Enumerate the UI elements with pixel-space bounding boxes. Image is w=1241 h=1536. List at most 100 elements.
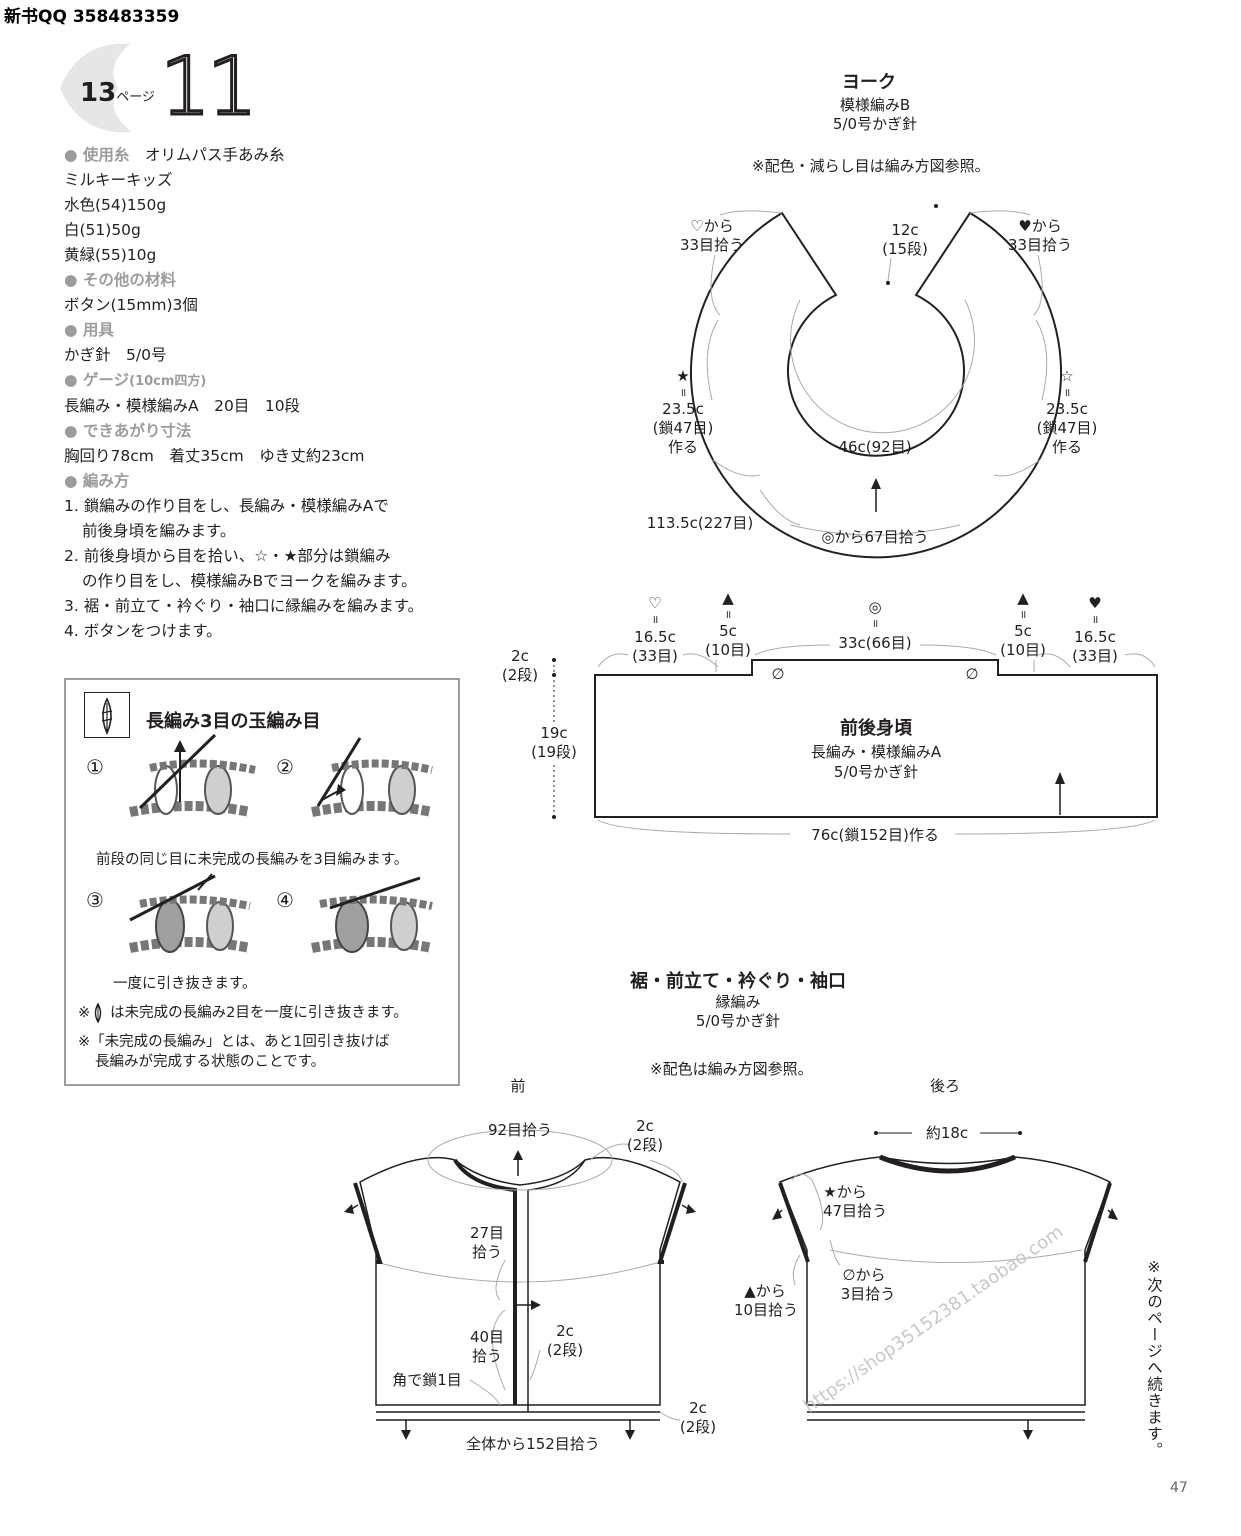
corner-chain: 角で鎖1目 — [392, 1371, 462, 1389]
yoke-right-chain-a: 23.5c — [1046, 400, 1088, 418]
yoke-right-chain-b: (鎖47目) — [1036, 419, 1098, 437]
method-step-3: 3. 裾・前立て・衿ぐり・袖口に縁編みを編みます。 — [64, 597, 424, 615]
triangle-icon: ▲ — [1017, 589, 1029, 607]
back-tri-b: 10目拾う — [733, 1301, 799, 1319]
yoke-pattern: 模様編みB — [839, 96, 911, 114]
page-reference-suffix: ページ — [116, 90, 155, 105]
front-label: 前 — [510, 1077, 526, 1095]
yoke-left-pick-a: ♡から — [690, 217, 734, 235]
double-circle-icon: ◎ — [868, 598, 882, 616]
stitch-note-2b: 長編みが完成する状態のことです。 — [95, 1054, 326, 1070]
front-40-b: 拾う — [471, 1347, 502, 1365]
edging-note: ※配色は編み方図参照。 — [650, 1060, 813, 1078]
yoke-outline — [690, 211, 1062, 559]
yarn-color-2: 白(51)50g — [64, 221, 141, 239]
body-title: 前後身頃 — [840, 718, 912, 739]
front-neck-pick: 92目拾う — [487, 1121, 553, 1139]
phi-mark: ∅ — [771, 665, 785, 683]
page-reference-number: 13 — [80, 78, 117, 108]
yoke-hook: 5/0号かぎ針 — [832, 115, 918, 133]
method-step-4: 4. ボタンをつけます。 — [64, 622, 222, 640]
edging-hook: 5/0号かぎ針 — [695, 1012, 781, 1030]
page-number: 47 — [1170, 1480, 1188, 1496]
body-seg4-a: 5c — [1014, 622, 1032, 640]
front-side-b: (2段) — [626, 1136, 664, 1154]
method-step-1: 1. 鎖編みの作り目をし、長編み・模様編みAで前後身頃を編みます。 — [64, 497, 389, 540]
back-star-b: 47目拾う — [822, 1202, 888, 1220]
materials-info: ● 使用糸 オリムパス手あみ糸 ミルキーキッズ 水色(54)150g 白(51)… — [64, 143, 484, 644]
yoke-outer-length: 113.5c(227目) — [646, 514, 754, 532]
stitch-box — [64, 678, 460, 1086]
front-band-a: 2c — [556, 1322, 574, 1340]
other-material-item: ボタン(15mm)3個 — [64, 296, 198, 314]
page-reference: 13ページ — [80, 78, 155, 108]
back-label: 後ろ — [929, 1077, 960, 1095]
star-outline-icon: ☆ — [1060, 367, 1074, 385]
step-number-4: ④ — [276, 888, 294, 912]
hem-pick: 全体から152目拾う — [466, 1435, 600, 1453]
heart-outline-icon: ♡ — [648, 594, 662, 612]
yoke-left-chain-c: 作る — [667, 438, 698, 456]
body-height-b: (19段) — [522, 743, 586, 762]
tools-heading: ● 用具 — [64, 321, 114, 339]
yoke-left-pick-b: 33目拾う — [679, 236, 745, 254]
body-width: 76c(鎖152目)作る — [811, 826, 939, 844]
yoke-neck-depth-a: 12c — [891, 221, 919, 239]
edging-title: 裾・前立て・衿ぐり・袖口 — [630, 971, 846, 992]
yoke-right-pick-a: ♥から — [1018, 217, 1062, 235]
triangle-icon: ▲ — [722, 589, 734, 607]
body-pattern: 長編み・模様編みA — [810, 743, 942, 761]
yarn-name: ミルキーキッズ — [64, 171, 173, 189]
heart-filled-icon: ♥ — [1088, 594, 1102, 612]
phi-mark: ∅ — [965, 665, 979, 683]
step-number-3: ③ — [86, 888, 104, 912]
body-height-a: 19c — [522, 724, 586, 743]
diagonal-watermark: https://shop35152381.taobao.com — [800, 1221, 1068, 1418]
front-40-a: 40目 — [469, 1328, 505, 1346]
body-notch-a: 2c — [511, 647, 529, 665]
stitch-caption-2: 一度に引き抜きます。 — [113, 976, 257, 992]
stitch-caption-1: 前段の同じ目に未完成の長編みを3目編みます。 — [96, 852, 409, 868]
edging-pattern: 縁編み — [715, 993, 761, 1011]
body-notch-b: (2段) — [501, 666, 539, 684]
body-seg1-b: (33目) — [632, 647, 678, 665]
back-width: 約18c — [925, 1124, 969, 1142]
stitch-note-2a: ※「未完成の長編み」とは、あと1回引き抜けば — [78, 1034, 390, 1050]
equals-mark: ॥ — [1091, 613, 1099, 626]
body-seg4-b: (10目) — [1000, 641, 1046, 659]
equals-mark: ॥ — [724, 608, 732, 621]
back-tri-a: ▲から — [744, 1282, 786, 1300]
body-hook: 5/0号かぎ針 — [833, 763, 919, 781]
body-seg5-b: (33目) — [1072, 647, 1118, 665]
equals-mark: ॥ — [1063, 386, 1071, 399]
body-seg2-b: (10目) — [705, 641, 751, 659]
back-star-a: ★から — [823, 1183, 867, 1201]
equals-mark: ॥ — [1019, 608, 1027, 621]
front-view — [344, 1129, 696, 1440]
front-27-b: 拾う — [471, 1243, 502, 1261]
puff-stitch-small-icon — [90, 1002, 110, 1024]
yoke-inner-length: 46c(92目) — [838, 438, 912, 456]
body-seg2-a: 5c — [719, 622, 737, 640]
pattern-number: 11 — [159, 39, 260, 135]
tool-item: かぎ針 5/0号 — [64, 346, 167, 364]
stitch-note-1: ※は未完成の長編み2目を一度に引き抜きます。 — [78, 1001, 408, 1024]
back-phi-b: 3目拾う — [840, 1285, 896, 1303]
step-number-1: ① — [86, 755, 104, 779]
step-number-2: ② — [276, 755, 294, 779]
hem-b: (2段) — [679, 1418, 717, 1436]
yarn-brand: オリムパス手あみ糸 — [144, 146, 285, 164]
yarn-color-1: 水色(54)150g — [64, 196, 167, 214]
top-watermark: 新书QQ 358483359 — [4, 7, 180, 27]
yarn-color-3: 黄緑(55)10g — [64, 246, 157, 264]
hem-a: 2c — [689, 1399, 707, 1417]
yoke-neck-depth-b: (15段) — [882, 240, 928, 258]
equals-mark: ॥ — [871, 617, 879, 630]
materials-heading: ● 使用糸 — [64, 146, 130, 164]
method-step-2: 2. 前後身頃から目を拾い、☆・★部分は鎖編みの作り目をし、模様編みBでヨークを… — [64, 547, 417, 590]
body-seg1-a: 16.5c — [634, 628, 676, 646]
equals-mark: ॥ — [679, 386, 687, 399]
back-phi-a: ∅から — [842, 1266, 886, 1284]
body-seg5-a: 16.5c — [1074, 628, 1116, 646]
puff-stitch-symbol-icon — [84, 692, 130, 738]
